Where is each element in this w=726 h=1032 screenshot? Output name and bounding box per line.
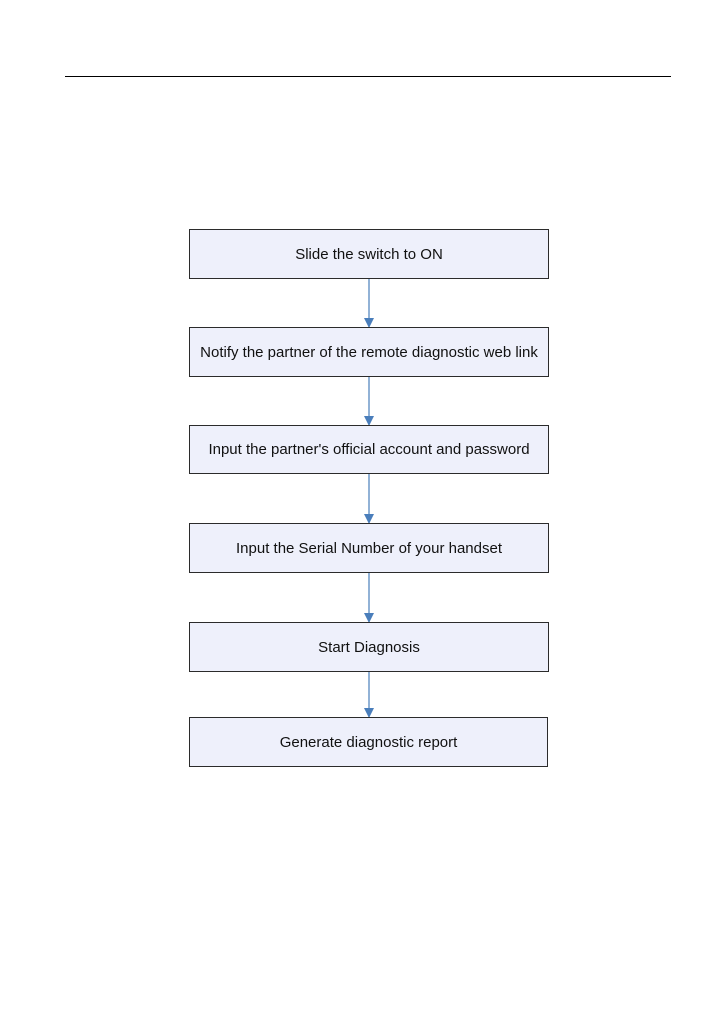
step-box-notify-partner: Notify the partner of the remote diagnos… — [189, 327, 549, 377]
step-box-slide-switch: Slide the switch to ON — [189, 229, 549, 279]
step-box-input-account: Input the partner's official account and… — [189, 425, 549, 474]
step-label: Notify the partner of the remote diagnos… — [200, 344, 538, 361]
step-label: Generate diagnostic report — [280, 734, 458, 751]
step-label: Start Diagnosis — [318, 639, 420, 656]
step-label: Input the Serial Number of your handset — [236, 540, 502, 557]
step-box-generate-report: Generate diagnostic report — [189, 717, 548, 767]
step-box-input-serial: Input the Serial Number of your handset — [189, 523, 549, 573]
step-box-start-diagnosis: Start Diagnosis — [189, 622, 549, 672]
step-label: Input the partner's official account and… — [208, 441, 529, 458]
step-label: Slide the switch to ON — [295, 246, 443, 263]
